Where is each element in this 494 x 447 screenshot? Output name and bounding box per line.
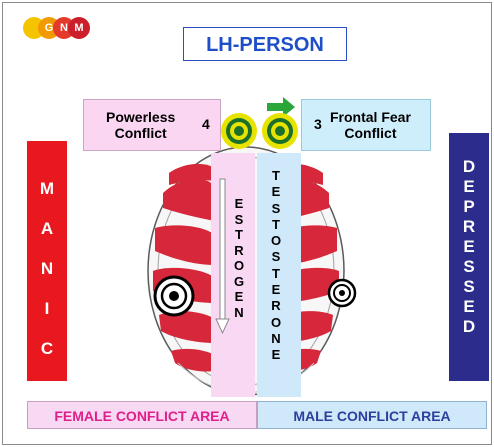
estrogen-letter: S — [234, 211, 244, 227]
estrogen-letter: R — [234, 242, 244, 258]
right-lobe-target-icon — [327, 278, 357, 308]
logo-dot-m: M — [68, 17, 90, 39]
testosterone-letter: T — [272, 265, 280, 281]
depressed-letter: S — [463, 277, 475, 296]
testosterone-letter: T — [272, 216, 280, 232]
testosterone-label: T E S T O S T E R O N E — [266, 168, 286, 364]
gnm-logo: G N M — [23, 17, 91, 39]
manic-bar: M A N I C — [27, 141, 67, 381]
manic-letter: I — [44, 299, 50, 318]
powerless-conflict-text: Powerless Conflict — [106, 109, 175, 141]
estrogen-letter: E — [234, 289, 244, 304]
depressed-letter: E — [463, 237, 475, 256]
manic-letter: N — [40, 259, 54, 278]
depressed-letter: R — [462, 217, 476, 236]
estrogen-letter: E — [234, 196, 244, 211]
right-top-target-icon — [262, 113, 298, 149]
left-lobe-target-icon — [153, 275, 195, 317]
brain-diagram — [147, 97, 357, 397]
depressed-letter: E — [463, 177, 475, 196]
frontal-fear-conflict-text: Frontal Fear Conflict — [330, 109, 411, 141]
page-title: LH-PERSON — [183, 27, 347, 61]
testosterone-letter: E — [271, 184, 281, 200]
testosterone-strip — [257, 153, 301, 397]
callout-line: Conflict — [114, 125, 167, 141]
female-conflict-area-label: FEMALE CONFLICT AREA — [27, 401, 257, 429]
testosterone-letter: T — [272, 168, 280, 183]
powerless-conflict-callout: Powerless Conflict 4 — [83, 99, 221, 151]
depressed-bar: D E P R E S S E D — [449, 133, 489, 381]
testosterone-letter: O — [270, 314, 282, 330]
callout-line: Conflict — [344, 125, 397, 141]
estrogen-label: E S T R O G E N — [229, 196, 249, 320]
testosterone-letter: N — [271, 330, 281, 346]
manic-letter: A — [40, 219, 54, 238]
depressed-letter: D — [462, 317, 476, 336]
frontal-fear-conflict-callout: 3 Frontal Fear Conflict — [301, 99, 431, 151]
green-arrow-icon — [267, 97, 295, 117]
estrogen-letter: G — [233, 273, 245, 289]
depressed-letter: S — [463, 257, 475, 276]
estrogen-letter: T — [235, 227, 243, 242]
estrogen-letter: O — [233, 258, 245, 273]
depressed-letter: E — [463, 297, 475, 316]
testosterone-letter: E — [271, 347, 281, 363]
manic-letter: C — [40, 339, 54, 358]
depressed-letter: P — [463, 197, 475, 216]
depressed-letter: D — [462, 157, 476, 176]
testosterone-letter: R — [271, 298, 281, 314]
testosterone-letter: S — [271, 200, 281, 216]
callout-line: Powerless — [106, 109, 176, 125]
callout-number: 4 — [202, 116, 210, 132]
left-top-target-icon — [221, 113, 257, 149]
testosterone-letter: E — [271, 282, 281, 298]
manic-letter: M — [39, 179, 55, 198]
male-conflict-area-label: MALE CONFLICT AREA — [257, 401, 487, 429]
estrogen-arrow — [215, 178, 230, 335]
estrogen-strip — [211, 153, 255, 397]
callout-line: Frontal Fear — [330, 109, 411, 125]
callout-number: 3 — [314, 116, 322, 132]
estrogen-letter: N — [234, 304, 244, 320]
testosterone-letter: S — [271, 249, 281, 265]
testosterone-letter: O — [270, 233, 282, 249]
